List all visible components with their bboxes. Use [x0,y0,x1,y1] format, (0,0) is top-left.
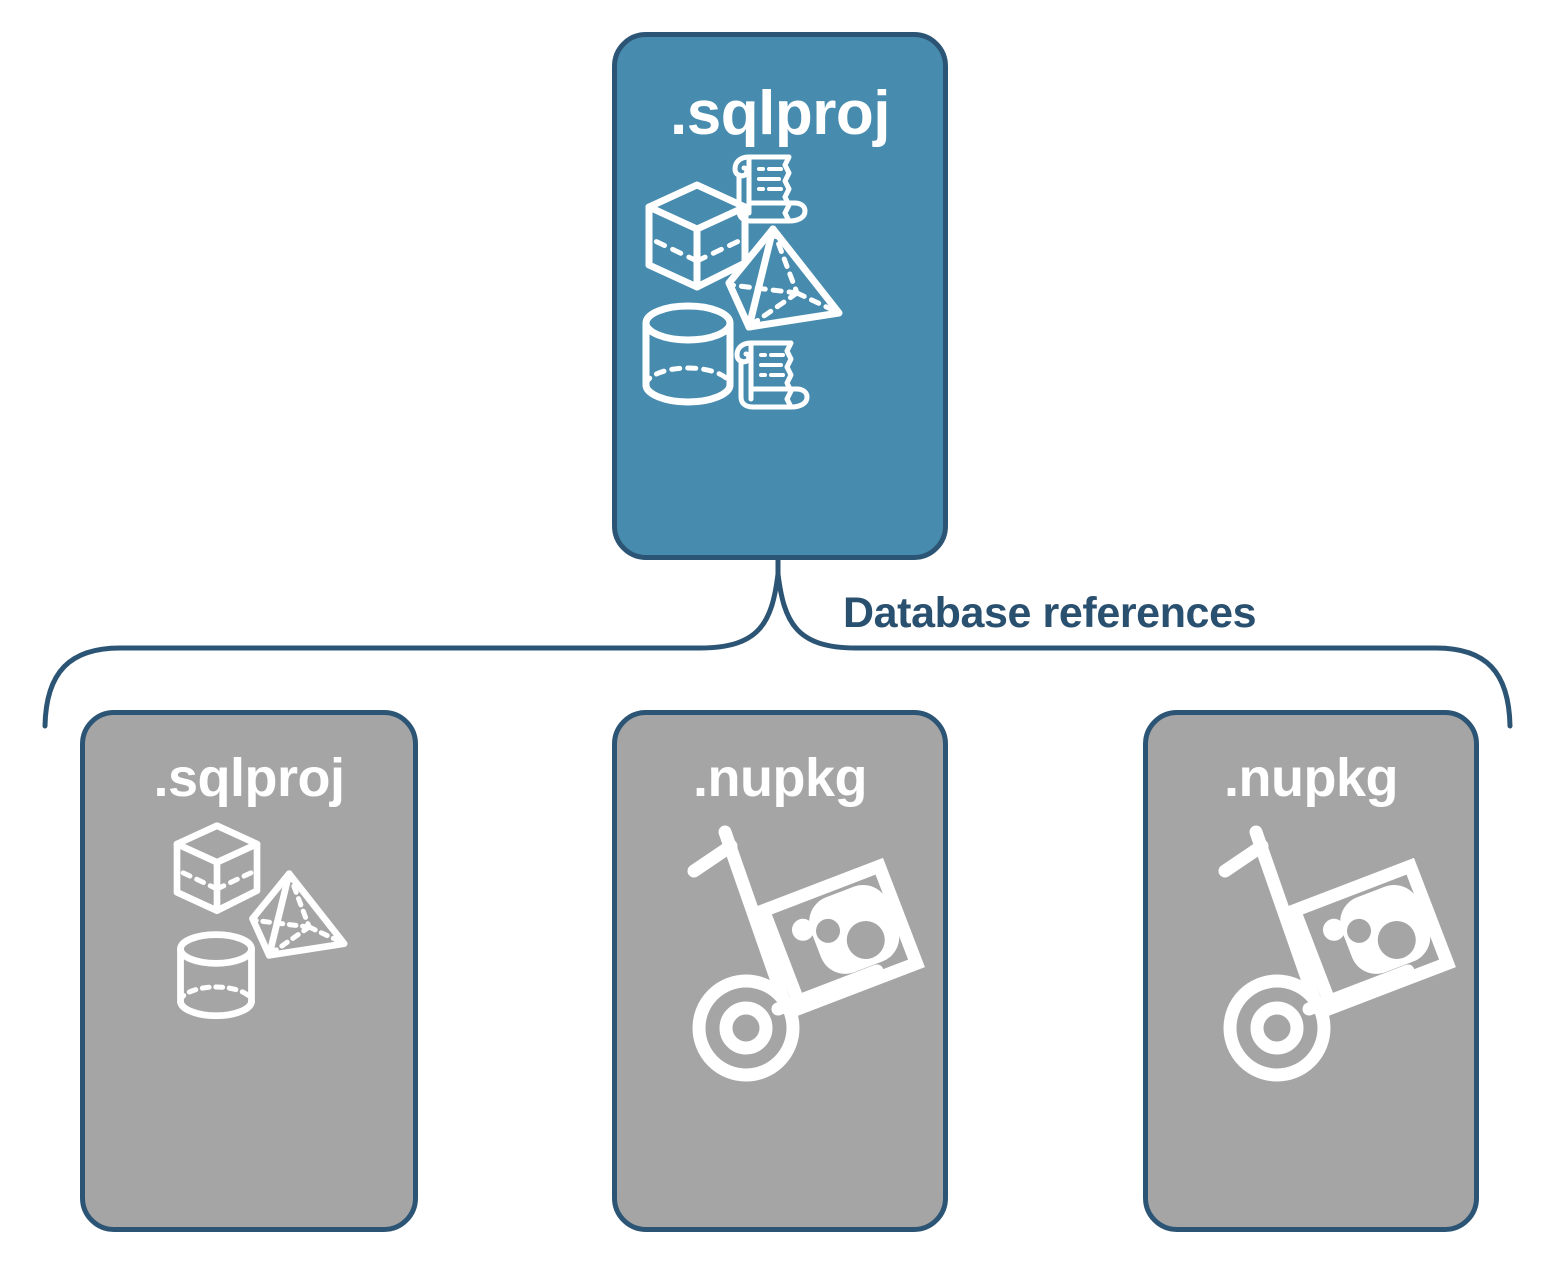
card-reference-nupkg-2[interactable]: .nupkg [1143,710,1479,1232]
card-reference-sqlproj[interactable]: .sqlproj [80,710,418,1232]
cylinder-icon [177,931,255,1020]
hand-truck-package-icon [687,825,925,1082]
card-artwork [617,145,943,555]
card-artwork [1148,805,1474,1227]
card-title: .sqlproj [153,748,345,808]
card-title: .nupkg [1224,748,1398,808]
hand-truck-package-icon [1218,825,1456,1082]
pyramid-icon [249,870,348,959]
card-artwork [85,805,413,1227]
brace-label: Database references [843,589,1257,637]
card-root-sqlproj[interactable]: .sqlproj [612,32,948,560]
card-reference-nupkg-1[interactable]: .nupkg [612,710,948,1232]
scroll-icon [732,154,808,224]
pyramid-icon [725,225,843,331]
cylinder-icon [642,302,734,406]
scroll-icon [734,340,810,410]
card-artwork [617,805,943,1227]
cube-icon [173,822,261,914]
card-title: .sqlproj [670,79,890,148]
card-title: .nupkg [693,748,867,808]
